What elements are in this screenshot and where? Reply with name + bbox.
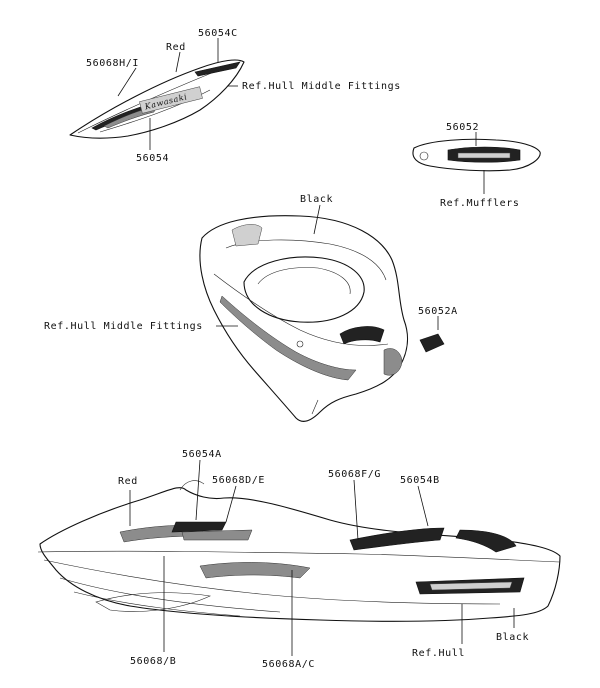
label-middle-ref-hull-middle: Ref.Hull Middle Fittings — [44, 321, 203, 332]
label-56054: 56054 — [136, 153, 169, 164]
label-top-ref-hull-middle: Ref.Hull Middle Fittings — [242, 81, 401, 92]
hull-side-drawing — [37, 480, 561, 622]
label-56068ac: 56068A/C — [262, 659, 315, 670]
label-56068fg: 56068F/G — [328, 469, 381, 480]
label-ref-mufflers: Ref.Mufflers — [440, 198, 519, 209]
label-ref-hull: Ref.Hull — [412, 648, 465, 659]
label-56052a: 56052A — [418, 306, 458, 317]
label-top-red: Red — [166, 42, 186, 53]
label-56054b: 56054B — [400, 475, 440, 486]
label-56052: 56052 — [446, 122, 479, 133]
deck-middle-drawing — [199, 215, 445, 422]
muffler-decal-drawing — [412, 138, 541, 172]
top-side-panel-drawing: Kawasaki — [69, 59, 245, 139]
label-hull-black: Black — [496, 632, 529, 643]
label-56054c: 56054C — [198, 28, 238, 39]
label-56068de: 56068D/E — [212, 475, 265, 486]
label-56054a: 56054A — [182, 449, 222, 460]
label-hull-red: Red — [118, 476, 138, 487]
label-56068b: 56068/B — [130, 656, 176, 667]
label-middle-black: Black — [300, 194, 333, 205]
label-56068hi: 56068H/I — [86, 58, 139, 69]
